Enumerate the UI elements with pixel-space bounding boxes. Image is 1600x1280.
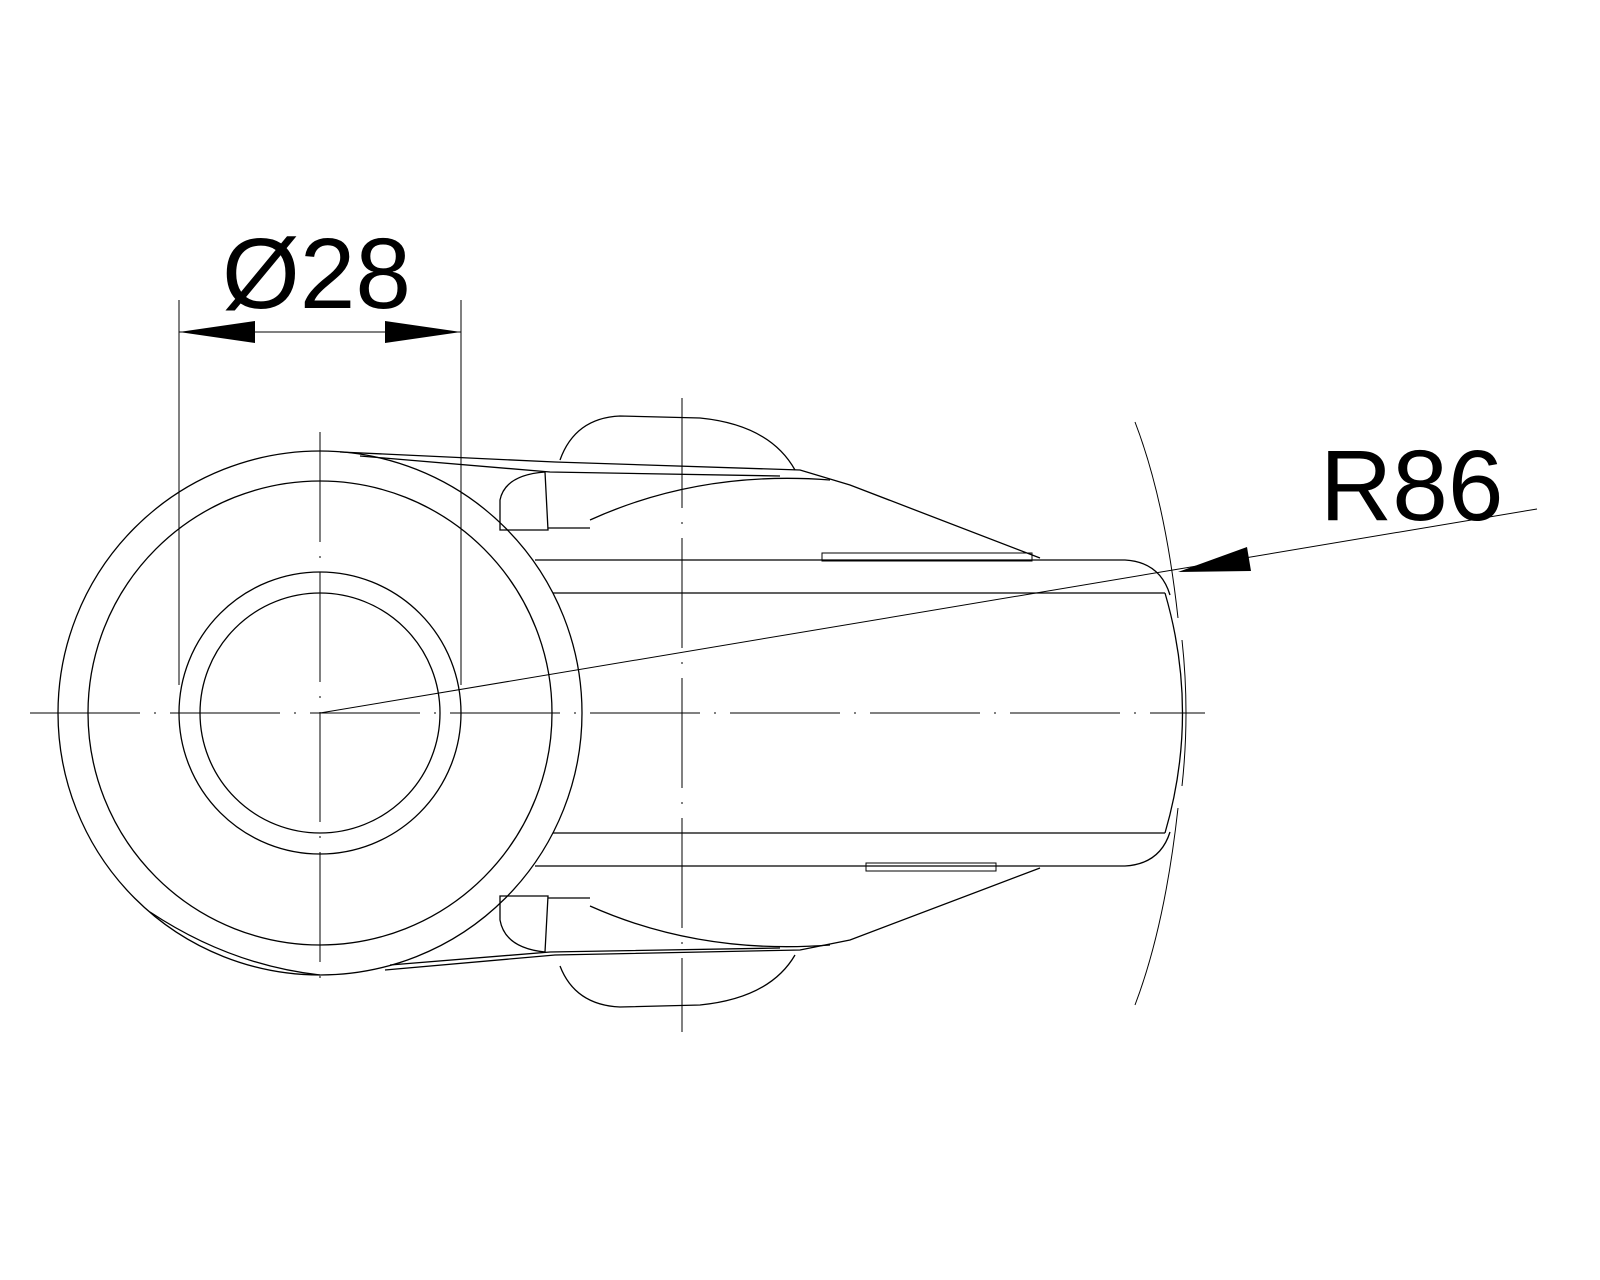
arrow-radius-icon <box>1178 547 1251 572</box>
radius-dimension <box>319 508 1538 714</box>
centerlines <box>30 398 1205 1032</box>
diameter-dimension <box>178 300 462 685</box>
arrow-left-icon <box>179 321 255 343</box>
radius-arc <box>1134 421 1187 1006</box>
arrow-right-icon <box>385 321 461 343</box>
diameter-label: Ø28 <box>222 218 411 330</box>
radius-label: R86 <box>1320 430 1503 542</box>
arm-body <box>149 415 1184 1008</box>
serration-bottom <box>865 862 997 872</box>
serration-top <box>821 552 1033 562</box>
